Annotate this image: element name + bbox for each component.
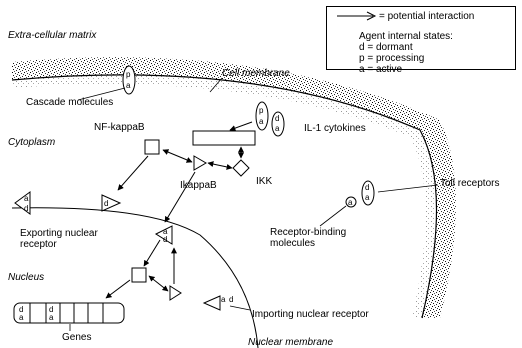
svg-text:d: d xyxy=(163,235,167,244)
svg-text:a: a xyxy=(365,193,370,202)
label-exporting-line1: Exporting nuclear xyxy=(20,228,98,239)
ikk-diamond xyxy=(233,160,249,176)
label-importing: Importing nuclear receptor xyxy=(252,309,369,320)
svg-text:a: a xyxy=(348,198,353,207)
arrow-nf-exporting xyxy=(118,156,148,190)
label-genes: Genes xyxy=(62,332,91,343)
label-il1: IL-1 cytokines xyxy=(304,123,366,134)
legend: = potential interaction Agent internal s… xyxy=(326,6,516,70)
legend-state-dormant: d = dormant xyxy=(359,42,413,53)
cascade-box xyxy=(193,131,255,145)
legend-interaction: = potential interaction xyxy=(379,11,474,22)
legend-states-title: Agent internal states: xyxy=(359,31,453,42)
arrow-membrane-cascade xyxy=(230,122,252,130)
arrow-ikappab-ikk xyxy=(208,163,232,168)
label-cell-membrane: Cell membrane xyxy=(222,68,290,79)
label-toll: Toll receptors xyxy=(440,178,499,189)
svg-text:a: a xyxy=(275,124,280,133)
legend-state-active: a = active xyxy=(359,64,402,75)
receptor-binding-agent: a xyxy=(346,197,356,207)
arrow-square-genes xyxy=(106,280,130,298)
label-nuclear-membrane: Nuclear membrane xyxy=(248,337,333,348)
region-cytoplasm: Cytoplasm xyxy=(8,137,55,148)
leader-importing xyxy=(230,306,250,310)
membrane-agent-1: p a xyxy=(123,66,135,94)
svg-text:a: a xyxy=(49,313,54,322)
genes-bar: d a d a xyxy=(14,303,124,323)
label-exporting-line2: receptor xyxy=(20,239,57,250)
svg-text:d: d xyxy=(365,183,369,192)
nucleus-triangle-agent: a d xyxy=(156,226,172,244)
svg-text:p: p xyxy=(126,70,131,79)
exporting-receptor-agent: a d xyxy=(15,192,30,214)
importing-receptor-agent: a d xyxy=(204,295,233,310)
region-nucleus: Nucleus xyxy=(8,272,44,283)
svg-text:d: d xyxy=(275,114,279,123)
arrow-square-tri xyxy=(149,276,168,291)
ikappab-triangle xyxy=(194,156,206,170)
toll-receptor-agent: d a xyxy=(362,181,374,205)
svg-text:d: d xyxy=(24,204,28,213)
nucleus-triangle-small xyxy=(170,286,181,300)
label-nf-kappab: NF-kappaB xyxy=(94,122,145,133)
svg-text:a: a xyxy=(221,295,226,304)
label-cascade-molecules: Cascade molecules xyxy=(26,97,113,108)
arrow-nf-ikappab xyxy=(163,150,192,162)
label-ikk: IKK xyxy=(256,176,272,187)
arrow-nucleus-tri-square xyxy=(144,240,160,266)
svg-text:d: d xyxy=(104,199,108,208)
legend-arrow-icon xyxy=(337,11,377,21)
nucleus-square xyxy=(132,268,146,282)
label-receptor-binding-line1: Receptor-binding xyxy=(270,227,346,238)
region-extracellular: Extra-cellular matrix xyxy=(8,30,96,41)
label-receptor-binding-line2: molecules xyxy=(270,238,315,249)
membrane-agent-3: d a xyxy=(272,112,284,136)
svg-text:a: a xyxy=(126,81,131,90)
leader-receptor-binding xyxy=(320,206,346,226)
legend-state-processing: p = processing xyxy=(359,53,424,64)
exporting-receptor-agent-2: d xyxy=(102,195,120,211)
svg-text:a: a xyxy=(259,117,264,126)
svg-text:a: a xyxy=(24,194,29,203)
svg-text:p: p xyxy=(259,106,264,115)
nf-kappab-square xyxy=(145,140,159,154)
label-ikappab: IkappaB xyxy=(180,180,217,191)
membrane-agent-2: p a xyxy=(256,102,268,130)
svg-text:d: d xyxy=(229,295,233,304)
svg-text:a: a xyxy=(19,313,24,322)
